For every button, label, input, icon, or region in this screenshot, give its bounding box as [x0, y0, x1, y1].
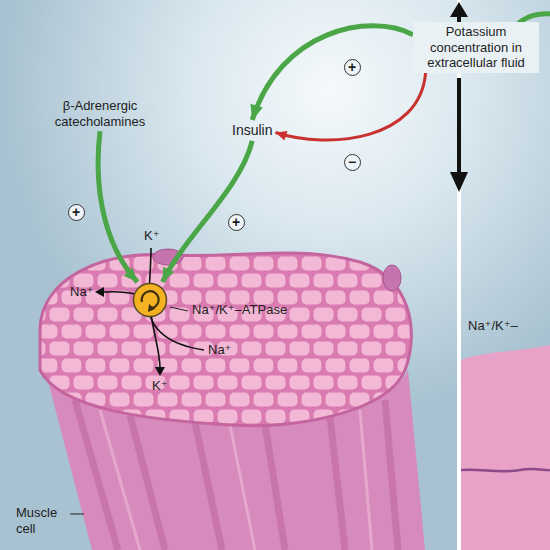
ion-label: Na⁺ — [70, 284, 93, 300]
label-text: K⁺ — [144, 228, 160, 244]
sign-text: − — [345, 155, 360, 169]
sign-text: + — [229, 215, 244, 229]
pump-circle — [132, 282, 168, 318]
hormone-label: Insulin — [229, 120, 275, 141]
label-text: Na⁺ — [70, 284, 93, 300]
ion-label: K⁺ — [152, 378, 168, 394]
ion-label: K⁺ — [144, 228, 160, 244]
inhibition-arrow — [275, 73, 425, 141]
stimulus-label: Potassium concentration in extracellular… — [413, 22, 539, 73]
leader-lines — [70, 307, 188, 514]
stimulus-arrow — [250, 26, 413, 120]
ion-label: Na⁺/K⁺– — [468, 318, 518, 334]
ion-label: Na⁺ — [208, 342, 231, 358]
right-panel — [461, 14, 550, 550]
label-text: Na⁺ — [208, 342, 231, 358]
stimulus-arrow — [163, 141, 253, 282]
node-text: β-Adrenergic catecholamines — [41, 98, 159, 129]
label-text: Na⁺/K⁺– — [468, 318, 518, 334]
ion-flow-arrows — [104, 248, 204, 368]
part-label: Muscle cell — [16, 505, 68, 536]
panel-divider — [457, 0, 461, 550]
hormone-label: β-Adrenergic catecholamines — [38, 96, 162, 131]
muscle-cross-section — [40, 249, 411, 426]
node-text: Insulin — [232, 122, 272, 139]
pump-symbol: Na⁺/K⁺–ATPase — [132, 282, 168, 318]
sign-symbol: + — [68, 204, 85, 221]
sign-symbol: + — [344, 59, 361, 76]
stimulus-arrow — [98, 131, 137, 282]
node-text: Potassium concentration in extracellular… — [416, 24, 536, 71]
label-text: K⁺ — [152, 378, 168, 394]
node-text: Na⁺/K⁺–ATPase — [192, 302, 287, 318]
sign-text: + — [345, 60, 360, 74]
sign-text: + — [69, 205, 84, 219]
label-text: Muscle cell — [16, 505, 68, 536]
sign-symbol: + — [228, 214, 245, 231]
sign-symbol: − — [344, 154, 361, 171]
